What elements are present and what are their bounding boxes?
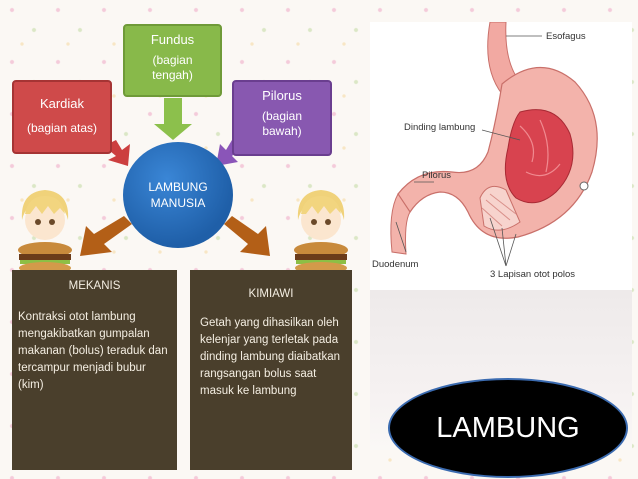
kardiak-box: Kardiak (bagian atas) — [12, 80, 112, 154]
mekanis-body: Kontraksi otot lambung mengakibatkan gum… — [18, 311, 168, 391]
center-line2: MANUSIA — [150, 196, 206, 210]
kardiak-title: Kardiak — [39, 96, 85, 111]
mekanis-panel: MEKANIS Kontraksi otot lambung mengakiba… — [12, 270, 177, 470]
stomach-anatomy-illustration: Esofagus Dinding lambung Pilorus Duodenu… — [370, 21, 632, 290]
anatomy-label-lapisan: 3 Lapisan otot polos — [490, 269, 575, 280]
fundus-box: Fundus (bagian tengah) — [123, 24, 222, 97]
kardiak-subtitle: (bagian atas) — [26, 121, 98, 135]
pilorus-box: Pilorus (bagian bawah) — [232, 80, 332, 156]
center-line1: LAMBUNG — [148, 180, 208, 194]
fundus-subtitle: (bagian tengah) — [152, 53, 193, 82]
kimiawi-heading: KIMIAWI — [248, 288, 294, 300]
fundus-title: Fundus — [150, 32, 195, 47]
anatomy-label-pilorus: Pilorus — [422, 170, 451, 181]
arrow-fundus — [154, 98, 192, 140]
pilorus-title: Pilorus — [262, 88, 302, 103]
mekanis-heading: MEKANIS — [68, 280, 121, 292]
stomach-drawing: Esofagus Dinding lambung Pilorus Duodenu… — [372, 21, 598, 280]
anatomy-label-dinding: Dinding lambung — [404, 122, 475, 133]
cartoon-character-right — [294, 190, 348, 274]
center-circle: LAMBUNG MANUSIA — [123, 142, 233, 248]
arrow-mekanis — [80, 216, 132, 256]
anatomy-label-duodenum: Duodenum — [372, 259, 419, 270]
title-badge: LAMBUNG — [388, 378, 628, 478]
kimiawi-panel: KIMIAWI Getah yang dihasilkan oleh kelen… — [190, 270, 352, 470]
arrow-kimiawi — [224, 216, 270, 256]
kimiawi-body: Getah yang dihasilkan oleh kelenjar yang… — [200, 317, 341, 397]
anatomy-label-esofagus: Esofagus — [546, 31, 586, 42]
cartoon-character-left — [18, 190, 72, 274]
title-badge-text: LAMBUNG — [436, 411, 580, 444]
pilorus-subtitle: (bagian bawah) — [261, 109, 303, 138]
